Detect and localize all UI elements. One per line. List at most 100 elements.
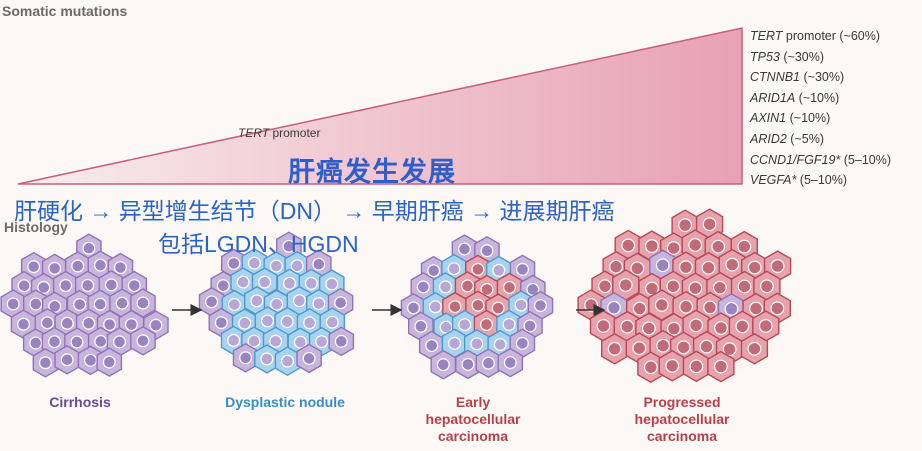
cell-nucleus	[737, 279, 752, 294]
cell-nucleus	[655, 258, 670, 273]
cell-nucleus	[447, 262, 461, 276]
cell-nucleus	[48, 299, 62, 313]
cell-nucleus	[645, 281, 659, 296]
cell-nucleus	[461, 279, 474, 293]
cell-nucleus	[689, 359, 704, 374]
cell-nucleus	[38, 356, 52, 370]
cell-nucleus	[471, 298, 485, 312]
cell-nucleus	[425, 339, 439, 353]
cell-nucleus	[689, 318, 703, 333]
progression-line-cn: 肝硬化 → 异型增生结节（DN） → 早期肝癌 → 进展期肝癌	[14, 198, 615, 224]
cell-nucleus	[724, 301, 739, 316]
cell-nucleus	[481, 356, 495, 370]
mutation-item: TERT promoter (~60%)	[750, 29, 881, 43]
cell-nucleus	[60, 316, 74, 330]
cell-nucleus	[281, 354, 294, 368]
cell-nucleus	[247, 256, 261, 270]
cell-nucleus	[492, 263, 506, 277]
cell-nucleus	[227, 333, 241, 347]
cell-nucleus	[260, 352, 274, 366]
cirrhosis-cell-cluster	[0, 233, 169, 378]
mutation-item: AXIN1 (~10%)	[750, 111, 831, 126]
cell-nucleus	[40, 316, 54, 330]
cell-nucleus	[759, 279, 774, 294]
cell-nucleus	[448, 336, 462, 350]
cell-nucleus	[238, 316, 252, 330]
cell-nucleus	[205, 295, 219, 309]
cell-nucleus	[457, 242, 471, 256]
cell-nucleus	[414, 319, 428, 333]
tert-promoter-label: TERT promoter	[238, 126, 320, 140]
cell-nucleus	[282, 239, 296, 253]
cell-nucleus	[448, 300, 462, 314]
cell-nucleus	[725, 257, 740, 272]
mutation-item: CTNNB1 (~30%)	[750, 70, 845, 85]
cell-nucleus	[250, 294, 264, 308]
cell-nucleus	[236, 275, 250, 289]
cell-nucleus	[737, 239, 752, 254]
cell-nucleus	[270, 297, 284, 311]
cell-nucleus	[471, 262, 485, 276]
cell-nucleus	[416, 280, 430, 294]
progressed-hcc-cell-cluster	[577, 208, 792, 384]
mutation-item: ARID2 (~5%)	[750, 131, 824, 146]
cell-nucleus	[214, 316, 228, 330]
mutation-wedge	[17, 27, 743, 185]
mutation-item: CCND1/FGF19* (5–10%)	[750, 152, 892, 167]
cell-nucleus	[503, 280, 516, 294]
mutation-frequency-list: TERT promoter (~60%) TP53 (~30%) CTNNB1 …	[750, 26, 922, 191]
cell-nucleus	[136, 296, 150, 310]
mutation-item: ARID1A (~10%)	[750, 90, 840, 105]
somatic-mutations-title: Somatic mutations	[2, 3, 128, 19]
cell-nucleus	[59, 279, 73, 293]
cell-nucleus	[293, 335, 307, 349]
cell-nucleus	[714, 359, 728, 374]
tert-promoter-suffix: promoter	[269, 126, 321, 140]
cell-nucleus	[115, 296, 129, 310]
stage-label-cirrhosis: Cirrhosis	[49, 394, 111, 410]
cell-nucleus	[17, 279, 31, 293]
cell-nucleus	[304, 276, 318, 290]
cell-nucleus	[703, 300, 717, 315]
cell-nucleus	[514, 298, 528, 312]
cell-nucleus	[722, 342, 737, 357]
cell-nucleus	[312, 297, 326, 311]
cell-nucleus	[84, 353, 98, 367]
cell-nucleus	[470, 337, 484, 351]
cell-nucleus	[315, 335, 329, 349]
cell-nucleus	[667, 321, 681, 336]
cell-nucleus	[620, 319, 635, 334]
early-hcc-cell-cluster	[400, 234, 554, 380]
cell-nucleus	[269, 259, 283, 273]
cell-nucleus	[260, 314, 274, 328]
cell-nucleus	[598, 279, 612, 294]
cell-nucleus	[73, 298, 87, 311]
cell-nucleus	[48, 335, 61, 349]
cell-nucleus	[516, 262, 529, 276]
mutation-item: VEGFA* (5–10%)	[750, 173, 848, 188]
cell-nucleus	[436, 358, 450, 372]
cell-nucleus	[607, 300, 621, 315]
histology-title: Histology	[4, 219, 68, 235]
cell-nucleus	[480, 283, 494, 296]
cell-nucleus	[82, 316, 96, 330]
cell-nucleus	[630, 261, 645, 276]
cell-nucleus	[711, 239, 726, 254]
stage-label-dysplastic-nodule: Dysplastic nodule	[225, 394, 345, 410]
cell-nucleus	[312, 257, 326, 271]
cell-nucleus	[607, 341, 622, 356]
cell-nucleus	[618, 278, 633, 292]
dysplastic-nodule-cell-cluster	[198, 231, 355, 377]
cell-nucleus	[458, 318, 472, 332]
cell-nucleus	[688, 238, 703, 252]
cell-nucleus	[93, 258, 107, 272]
cell-nucleus	[679, 299, 693, 314]
cell-nucleus	[609, 259, 623, 274]
cell-nucleus	[643, 360, 658, 375]
overlay-title-cn: 肝癌发生发展	[288, 157, 456, 187]
cell-nucleus	[480, 318, 493, 332]
cell-nucleus	[113, 335, 127, 349]
cell-nucleus	[93, 297, 107, 311]
cell-nucleus	[678, 218, 693, 233]
